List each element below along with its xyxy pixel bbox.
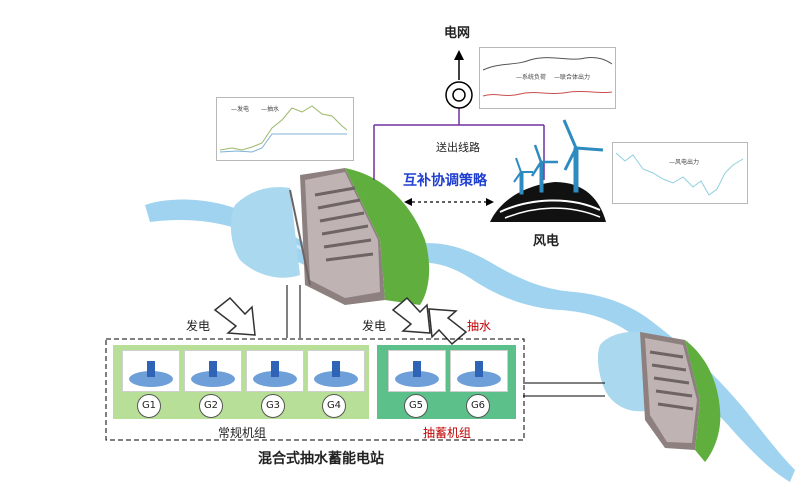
wind-output-panel: —风电出力 (612, 142, 748, 204)
unit-label-g5: G5 (404, 394, 428, 418)
station-title: 混合式抽水蓄能电站 (258, 451, 384, 467)
hydro-legend-pump: —抽水 (261, 106, 280, 113)
substation-symbol (445, 81, 473, 109)
pumped-units-label: 抽蓄机组 (423, 426, 472, 440)
turbine-image-g1 (122, 350, 180, 392)
flow-arrow-gen-left (213, 296, 256, 336)
turbine-image-g6 (450, 350, 508, 392)
grid-load-panel: —系统负荷 —联合体出力 (479, 47, 616, 109)
hydro-curves (219, 105, 348, 153)
conventional-units-label: 常规机组 (218, 426, 267, 440)
flow-label-gen-left: 发电 (186, 319, 211, 333)
flow-label-gen-right: 发电 (362, 319, 387, 333)
turbine-icon (191, 361, 235, 387)
unit-label-g6: G6 (466, 394, 490, 418)
grid-arrow (454, 50, 464, 80)
wind-farm (490, 119, 606, 222)
turbine-icon (314, 361, 358, 387)
hydro-legend-gen: —发电 (231, 106, 250, 113)
unit-label-g4: G4 (322, 394, 346, 418)
strategy-label: 互补协调策略 (403, 173, 487, 189)
upper-dam (230, 168, 430, 305)
flow-label-pump: 抽水 (467, 319, 492, 333)
turbine-image-g5 (388, 350, 446, 392)
turbine-image-g3 (246, 350, 304, 392)
unit-label-g3: G3 (261, 394, 285, 418)
turbine-icon (395, 361, 439, 387)
turbine-image-g2 (184, 350, 242, 392)
unit-label-g1: G1 (137, 394, 161, 418)
grid-legend-combined: —联合体出力 (554, 74, 591, 81)
wind-curves (615, 152, 744, 196)
station-outline (105, 338, 525, 441)
transmission-lines (373, 108, 545, 180)
flow-arrow-gen-right (391, 296, 431, 334)
turbine-image-g4 (307, 350, 365, 392)
strategy-arrow (404, 198, 494, 206)
hydro-output-panel: —发电 —抽水 (216, 97, 354, 161)
transmission-label: 送出线路 (436, 141, 480, 154)
flow-arrow-pump (428, 308, 468, 346)
grid-legend-load: —系统负荷 (516, 74, 547, 81)
grid-title: 电网 (444, 26, 471, 41)
lower-feeders (523, 382, 605, 397)
wind-label: 风电 (533, 234, 560, 249)
turbine-icon (253, 361, 297, 387)
grid-curves (482, 57, 613, 97)
lower-dam (597, 331, 721, 462)
unit-label-g2: G2 (199, 394, 223, 418)
turbine-icon (457, 361, 501, 387)
wind-legend: —风电出力 (669, 159, 700, 166)
station-feeders (286, 285, 301, 338)
turbine-icon (129, 361, 173, 387)
